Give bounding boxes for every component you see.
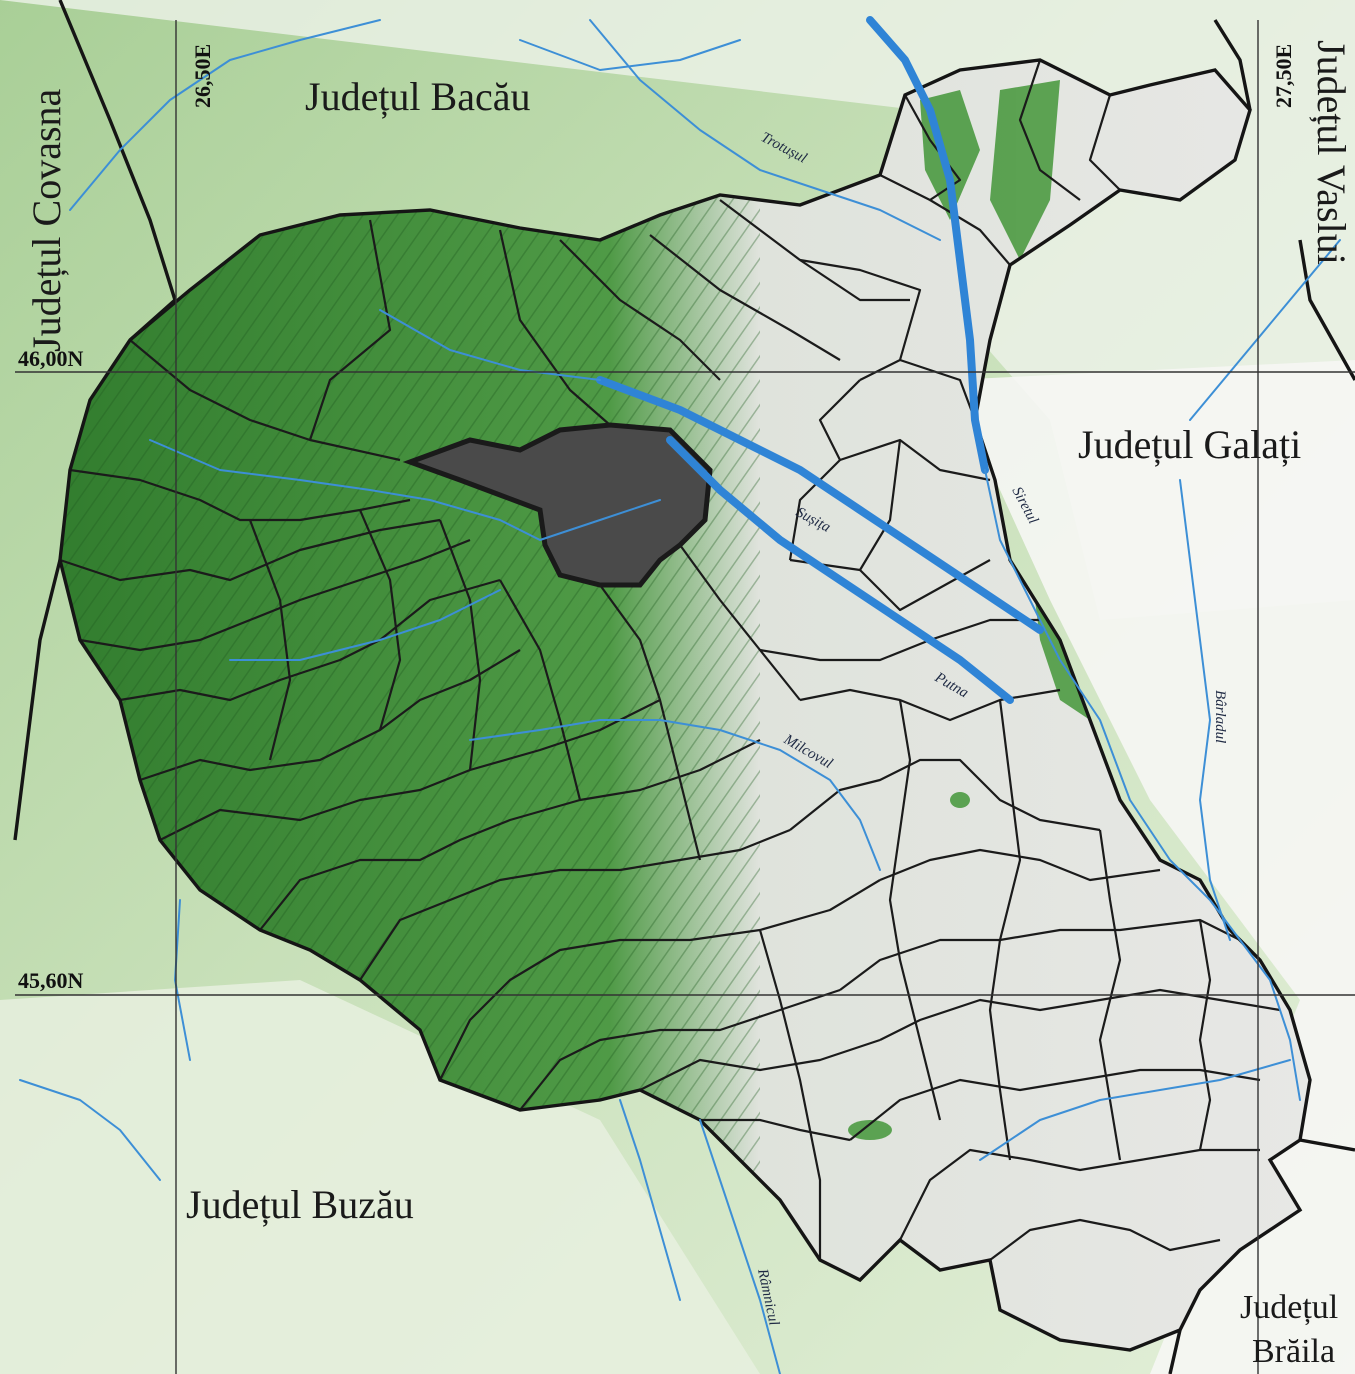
river-label-barlad: Bârladul [1212, 690, 1228, 743]
county-label-galati: Județul Galați [1078, 422, 1301, 467]
graticule [15, 20, 1355, 1374]
coord-label-lat-north: 46,00N [18, 346, 84, 371]
county-label-vaslui: Județul Vaslui [1309, 40, 1354, 265]
vrancea-county-border [58, 58, 1312, 1352]
county-borders [13, 0, 1355, 1374]
county-label-braila-line1: Județul [1240, 1289, 1338, 1326]
county-label-braila-line2: Brăila [1252, 1333, 1335, 1370]
coord-label-lon-west: 26,50E [190, 44, 215, 108]
commune-boundaries [59, 59, 1281, 1261]
county-label-covasna: Județul Covasna [24, 88, 69, 352]
highlighted-commune [402, 422, 713, 588]
buzau-area [0, 980, 760, 1374]
coord-label-lon-east: 27,50E [1271, 44, 1296, 108]
rivers [19, 16, 1341, 1374]
county-label-bacau: Județul Bacău [305, 74, 531, 119]
county-label-buzau: Județul Buzău [186, 1182, 414, 1227]
coord-label-lat-south: 45,60N [18, 968, 84, 993]
